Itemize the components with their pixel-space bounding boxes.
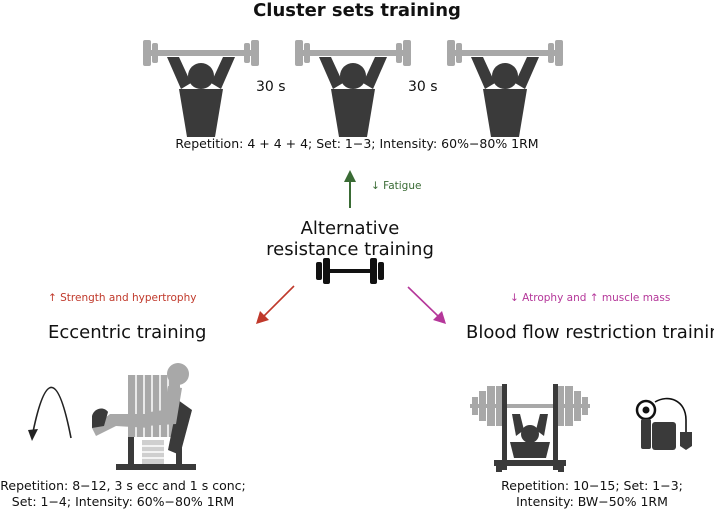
eccentric-spec-line2: Set: 1−4; Intensity: 60%−80% 1RM xyxy=(11,494,235,509)
atrophy-arrow xyxy=(407,286,446,324)
center-title-line2: resistance training xyxy=(266,239,434,260)
atrophy-effect: ↓ Atrophy and ↑ muscle mass xyxy=(510,292,671,304)
bfr-title: Blood flow restriction training xyxy=(466,322,714,343)
lifter-icon-2 xyxy=(295,40,411,137)
eccentric-spec: Repetition: 8−12, 3 s ecc and 1 s conc; … xyxy=(0,478,246,510)
lifter-icon-3 xyxy=(447,40,563,137)
eccentric-arc-icon xyxy=(28,386,72,441)
dumbbell-icon xyxy=(316,258,384,284)
strength-effect: ↑ Strength and hypertrophy xyxy=(48,292,197,304)
center-title: Alternative resistance training xyxy=(230,218,470,260)
fatigue-arrow xyxy=(344,170,356,208)
eccentric-spec-line1: Repetition: 8−12, 3 s ecc and 1 s conc; xyxy=(0,478,246,493)
cluster-title: Cluster sets training xyxy=(253,0,461,21)
rest-interval-1: 30 s xyxy=(256,79,286,95)
rest-interval-2: 30 s xyxy=(408,79,438,95)
bfr-spec: Repetition: 10−15; Set: 1−3; Intensity: … xyxy=(492,478,692,510)
fatigue-effect: ↓ Fatigue xyxy=(371,180,422,192)
center-title-line1: Alternative xyxy=(300,218,400,239)
bench-press-icon xyxy=(470,384,590,472)
lifter-icon-1 xyxy=(143,40,259,137)
cluster-spec: Repetition: 4 + 4 + 4; Set: 1−3; Intensi… xyxy=(175,136,539,151)
leg-extension-machine-icon xyxy=(92,363,196,470)
bfr-spec-line2: Intensity: BW−50% 1RM xyxy=(516,494,668,509)
bfr-spec-line1: Repetition: 10−15; Set: 1−3; xyxy=(501,478,683,493)
strength-arrow xyxy=(256,285,295,324)
bfr-cuff-icon xyxy=(635,397,692,450)
eccentric-title: Eccentric training xyxy=(48,322,207,343)
